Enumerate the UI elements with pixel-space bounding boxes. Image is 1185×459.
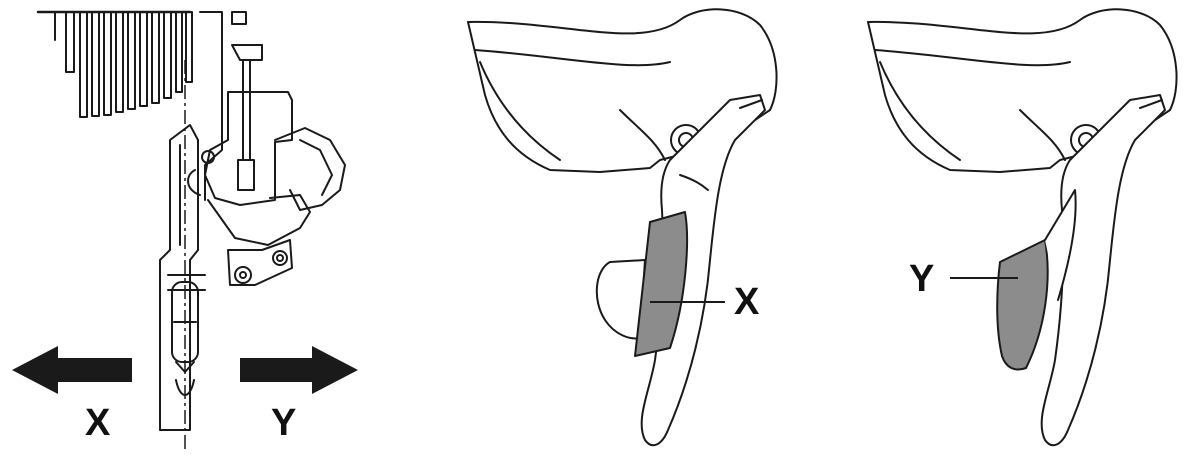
shift-lever-y-diagram: Y [830, 0, 1185, 459]
arrow-left-x [12, 346, 132, 394]
lever-label-x: X [734, 283, 759, 321]
shift-lever-y-drawing [830, 0, 1185, 459]
shift-lever-y [997, 240, 1047, 370]
derailleur-diagram: X Y [0, 0, 390, 459]
arrow-right-y [240, 346, 358, 394]
direction-label-x: X [85, 404, 110, 442]
lever-label-y: Y [909, 260, 934, 298]
shift-lever-x-diagram: X [440, 0, 800, 459]
shift-lever-x-drawing [440, 0, 800, 459]
direction-label-y: Y [271, 404, 296, 442]
derailleur-drawing [0, 0, 390, 459]
cassette-sprockets [38, 12, 192, 117]
